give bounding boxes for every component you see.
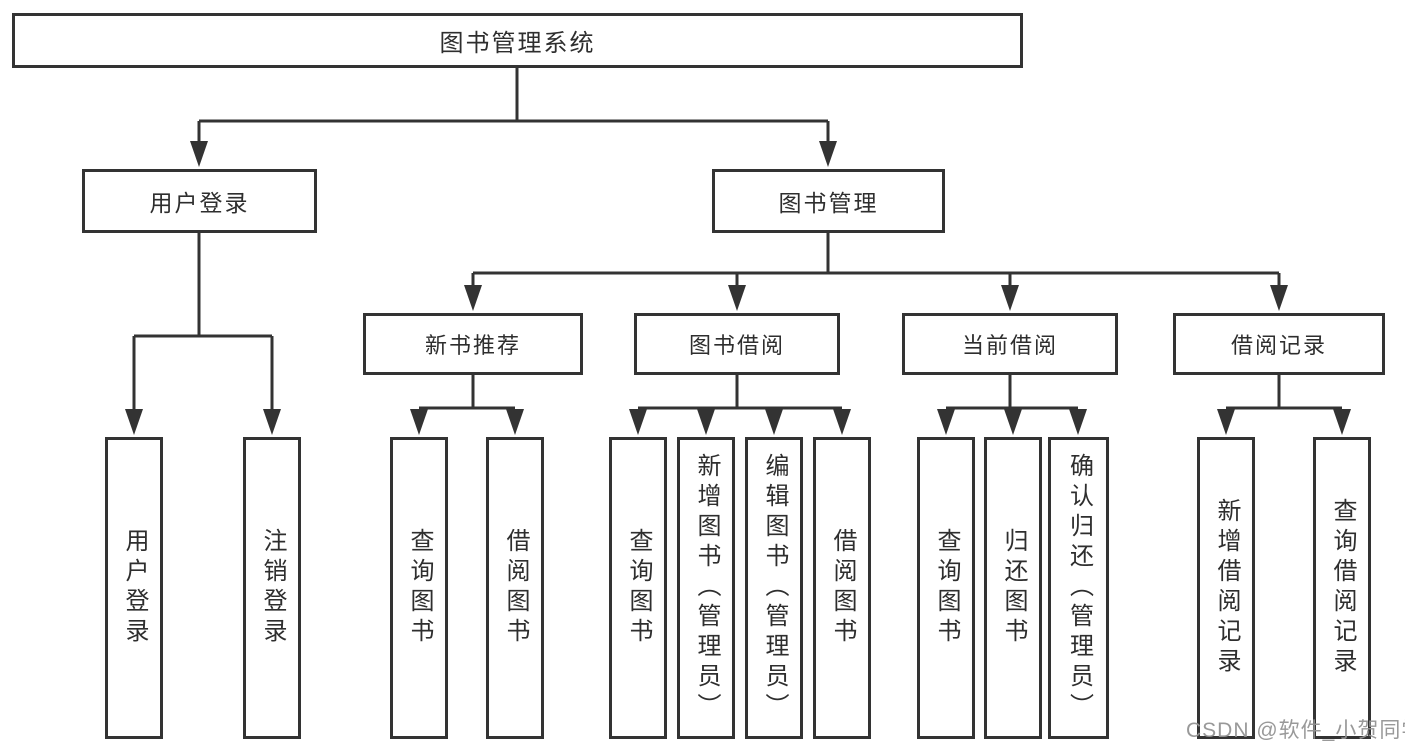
arrowheads-root	[190, 141, 837, 167]
node-current-borrowing: 当前借阅	[902, 313, 1118, 375]
leaf-user-login: 用户登录	[105, 437, 163, 739]
node-library-system: 图书管理系统	[12, 13, 1023, 68]
leaf-logout: 注销登录	[243, 437, 301, 739]
leaf-add-borrow-record: 新增借阅记录	[1197, 437, 1255, 739]
connector-current-borrowing	[946, 375, 1078, 410]
leaf-edit-books-admin: 编辑图书（管理员）	[745, 437, 803, 739]
node-book-borrowing: 图书借阅	[634, 313, 840, 375]
node-book-management: 图书管理	[712, 169, 945, 233]
leaf-query-books-current: 查询图书	[917, 437, 975, 739]
connector-book-borrowing	[638, 375, 842, 410]
node-user-login: 用户登录	[82, 169, 317, 233]
arrowheads-user-login	[125, 409, 281, 435]
arrowheads-book-borrowing	[629, 409, 851, 435]
leaf-confirm-return-admin: 确认归还（管理员）	[1048, 437, 1109, 739]
leaf-add-books-admin: 新增图书（管理员）	[677, 437, 735, 739]
arrowheads-current-borrowing	[937, 409, 1087, 435]
connector-root	[197, 68, 830, 144]
leaf-query-books-borrowing: 查询图书	[609, 437, 667, 739]
leaf-borrow-books-borrowing: 借阅图书	[813, 437, 871, 739]
node-borrowing-records: 借阅记录	[1173, 313, 1385, 375]
leaf-query-borrow-record: 查询借阅记录	[1313, 437, 1371, 739]
leaf-query-books-recommend: 查询图书	[390, 437, 448, 739]
leaf-return-books: 归还图书	[984, 437, 1042, 739]
connector-user-login	[132, 233, 274, 412]
connector-new-book-recommend	[419, 375, 515, 410]
arrowheads-new-book-recommend	[410, 409, 524, 435]
arrowheads-book-management	[464, 285, 1288, 311]
connector-book-management	[471, 233, 1281, 288]
leaf-borrow-books-recommend: 借阅图书	[486, 437, 544, 739]
node-new-book-recommend: 新书推荐	[363, 313, 583, 375]
connector-borrowing-records	[1226, 375, 1342, 410]
csdn-watermark: CSDN @软件_小贺同学	[1186, 719, 1405, 742]
arrowheads-borrowing-records	[1217, 409, 1351, 435]
